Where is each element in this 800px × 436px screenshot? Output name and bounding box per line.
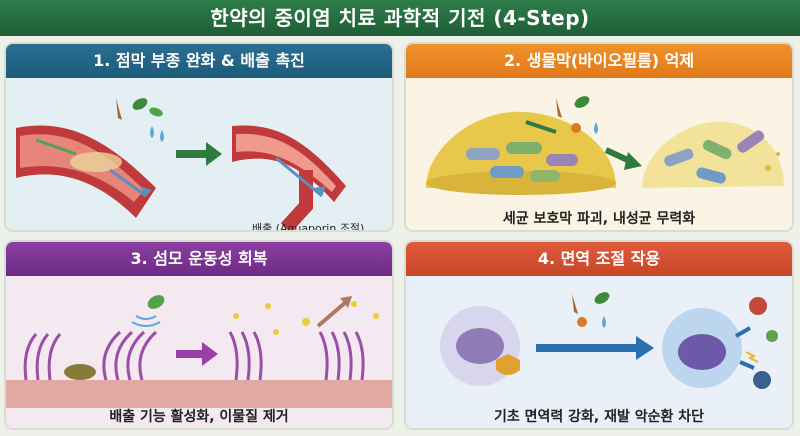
right-arrow-icon xyxy=(536,336,654,360)
right-arrow-icon xyxy=(525,120,642,170)
herb-icon xyxy=(116,98,164,142)
step1-panel: 1. 점막 부종 완화 & 배출 촉진 xyxy=(4,42,394,232)
step4-caption: 기초 면역력 강화, 재발 악순환 차단 xyxy=(493,409,704,425)
step2-caption: 세균 보호막 파괴, 내성균 무력화 xyxy=(502,211,696,227)
activated-immune-cell-icon xyxy=(662,308,755,388)
right-arrow-icon xyxy=(176,342,218,366)
main-title-banner: 한약의 중이염 치료 과학적 기전 (4-Step) xyxy=(0,0,800,36)
step1-title: 1. 점막 부종 완화 & 배출 촉진 xyxy=(6,44,392,78)
step4-illustration xyxy=(440,292,778,389)
step4-title: 4. 면역 조절 작용 xyxy=(406,242,792,276)
step3-caption: 배출 기능 활성화, 이물질 제거 xyxy=(109,409,289,425)
broken-biofilm-icon xyxy=(642,121,784,188)
main-title: 한약의 중이염 치료 과학적 기전 (4-Step) xyxy=(210,6,590,30)
up-arrow-icon xyxy=(316,300,348,328)
step3-title: 3. 섬모 운동성 회복 xyxy=(6,242,392,276)
particles-icon xyxy=(233,301,379,335)
debris-icon xyxy=(64,364,96,380)
immune-cell-icon xyxy=(440,306,520,386)
cilia-icon xyxy=(23,330,365,381)
step1-illustration xyxy=(16,98,346,230)
step2-illustration xyxy=(426,96,784,195)
swollen-tube-icon xyxy=(16,125,156,218)
step3-illustration xyxy=(6,295,392,408)
right-arrow-icon xyxy=(176,142,222,166)
biofilm-icon xyxy=(426,111,616,195)
shield-icon xyxy=(496,354,520,375)
bacteria-icon xyxy=(745,297,778,389)
relieved-tube-icon xyxy=(232,125,346,230)
step2-panel: 2. 생물막(바이오필름) 억제 xyxy=(404,42,794,232)
herb-icon xyxy=(572,292,610,328)
herb-icon xyxy=(556,96,598,134)
step4-panel: 4. 면역 조절 작용 기초 면역력 강화, xyxy=(404,240,794,430)
step3-panel: 3. 섬모 운동성 회복 배출 기능 활성화, 이물질 제거 xyxy=(4,240,394,430)
herb-icon xyxy=(131,295,165,327)
step2-title: 2. 생물막(바이오필름) 억제 xyxy=(406,44,792,78)
step1-drainage-label: 배출 (Aquaporin 조절) xyxy=(252,222,365,232)
